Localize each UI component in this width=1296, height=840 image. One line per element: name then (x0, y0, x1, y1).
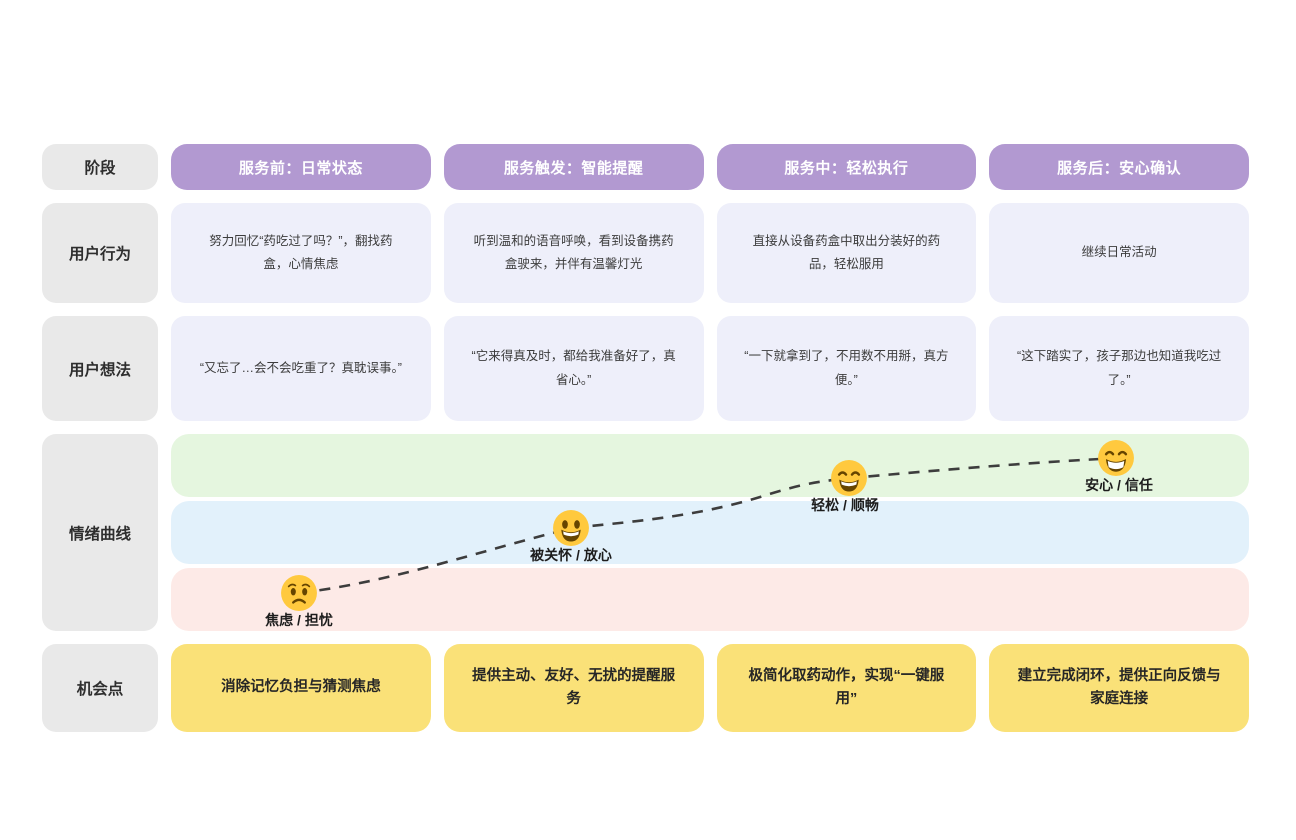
thought-card-1: “又忘了…会不会吃重了？真耽误事。” (171, 316, 431, 421)
row-label-emotion: 情绪曲线 (42, 434, 158, 631)
behavior-card-1: 努力回忆“药吃过了吗？”，翻找药盒，心情焦虑 (171, 203, 431, 303)
emotion-label-4: 安心 / 信任 (1085, 477, 1153, 493)
emotion-bands (171, 434, 1249, 631)
emotion-band-negative (171, 568, 1249, 631)
row-label-opportunity: 机会点 (42, 644, 158, 732)
emotion-label-2: 被关怀 / 放心 (530, 547, 612, 563)
beaming-face-icon (1098, 440, 1134, 476)
emotion-band-positive (171, 434, 1249, 497)
worried-face-icon (281, 575, 317, 611)
stage-header-during: 服务中：轻松执行 (716, 144, 977, 190)
emotion-point-3 (830, 459, 868, 497)
thought-card-4: “这下踏实了，孩子那边也知道我吃过了。” (989, 316, 1249, 421)
emotion-point-2 (552, 509, 590, 547)
journey-map: 阶段 服务前：日常状态 服务触发：智能提醒 服务中：轻松执行 服务后：安心确认 … (42, 144, 1249, 732)
row-label-stage: 阶段 (42, 144, 158, 190)
stage-header-trigger: 服务触发：智能提醒 (443, 144, 704, 190)
grinning-face-smiling-eyes-icon (831, 460, 867, 496)
row-label-behavior: 用户行为 (42, 203, 158, 303)
stage-header-before: 服务前：日常状态 (171, 144, 431, 190)
grinning-face-big-eyes-icon (553, 510, 589, 546)
emotion-point-4 (1097, 439, 1135, 477)
emotion-point-1 (280, 574, 318, 612)
opportunity-card-3: 极简化取药动作，实现“一键服用” (716, 644, 977, 732)
behavior-card-3: 直接从设备药盒中取出分装好的药品，轻松服用 (716, 203, 977, 303)
thought-card-3: “一下就拿到了，不用数不用掰，真方便。” (716, 316, 977, 421)
emotion-label-1: 焦虑 / 担忧 (265, 612, 333, 628)
emotion-band-neutral (171, 501, 1249, 564)
behavior-card-2: 听到温和的语音呼唤，看到设备携药盒驶来，并伴有温馨灯光 (443, 203, 704, 303)
opportunity-card-1: 消除记忆负担与猜测焦虑 (171, 644, 431, 732)
emotion-curve-line (299, 456, 1120, 595)
emotion-curve-area: 焦虑 / 担忧 被关怀 / 放心 (171, 434, 1249, 631)
stage-header-after: 服务后：安心确认 (989, 144, 1249, 190)
thought-card-2: “它来得真及时，都给我准备好了，真省心。” (443, 316, 704, 421)
behavior-card-4: 继续日常活动 (989, 203, 1249, 303)
row-label-thoughts: 用户想法 (42, 316, 158, 421)
emotion-label-3: 轻松 / 顺畅 (811, 497, 879, 513)
opportunity-card-2: 提供主动、友好、无扰的提醒服务 (443, 644, 704, 732)
opportunity-card-4: 建立完成闭环，提供正向反馈与家庭连接 (989, 644, 1249, 732)
